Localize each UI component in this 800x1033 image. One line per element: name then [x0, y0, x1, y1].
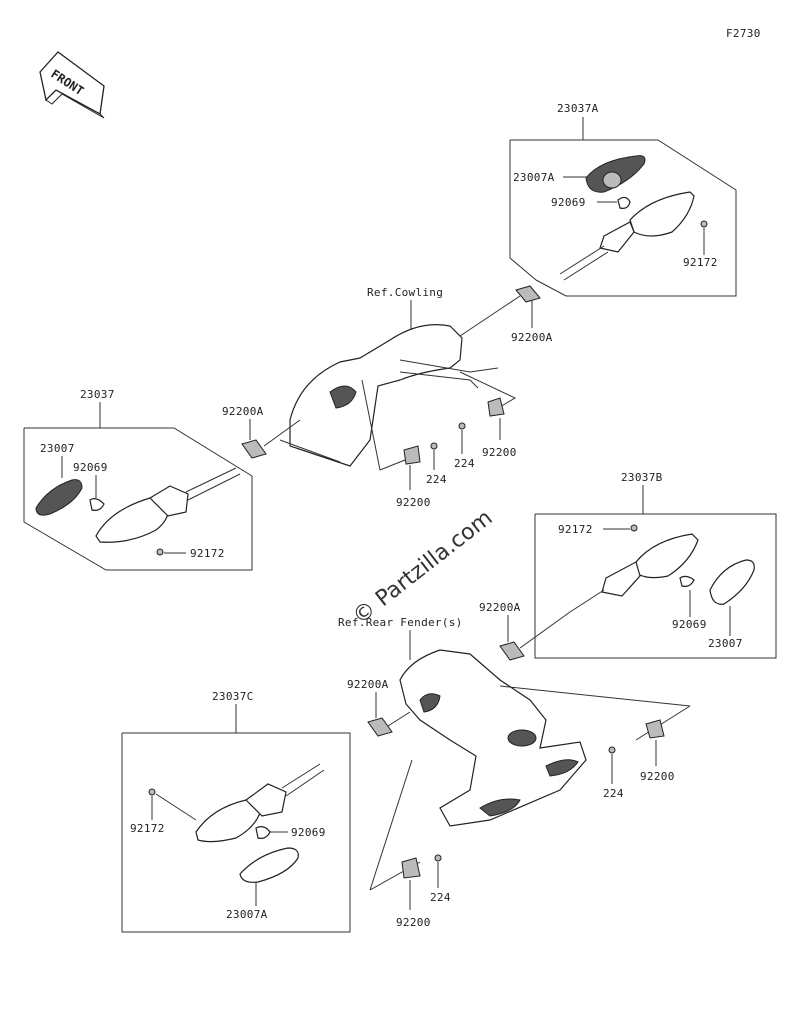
- cowling-hardware: 92200 224 224 92200: [396, 397, 517, 509]
- label-23037B: 23037B: [621, 471, 663, 484]
- signal-body: [635, 533, 699, 579]
- svg-text:92200A: 92200A: [479, 601, 521, 614]
- svg-text:92200: 92200: [482, 446, 517, 459]
- svg-text:92200: 92200: [396, 916, 431, 929]
- label-92069-lower: 92069: [291, 826, 326, 839]
- grommet-92200A-left: 92200A: [222, 405, 301, 459]
- bolt-icon: [430, 442, 438, 450]
- signal-body: [629, 191, 695, 237]
- svg-text:224: 224: [430, 891, 451, 904]
- label-92172-right: 92172: [558, 523, 593, 536]
- label-23037C: 23037C: [212, 690, 254, 703]
- screw-icon: [700, 220, 708, 228]
- bracket-icon: [401, 857, 421, 879]
- label-23007A-top: 23007A: [513, 171, 555, 184]
- label-92069-top: 92069: [551, 196, 586, 209]
- lens-housing: [239, 847, 299, 883]
- fender-hardware-bottom: 92200 224: [369, 854, 451, 929]
- ref-cowling-label: Ref.Cowling: [367, 286, 443, 299]
- screw-icon: [148, 788, 156, 796]
- grommet-92200A-top: 92200A: [511, 285, 553, 344]
- ref-rear-fender-label: Ref.Rear Fender(s): [338, 616, 463, 629]
- svg-text:92200: 92200: [396, 496, 431, 509]
- signal-neck: [599, 221, 635, 253]
- label-92172-left: 92172: [190, 547, 225, 560]
- front-cowling: Ref.Cowling: [279, 286, 517, 471]
- label-92172-lower: 92172: [130, 822, 165, 835]
- bolt-icon-2: [458, 422, 466, 430]
- bracket-icon: [403, 445, 421, 465]
- svg-text:224: 224: [454, 457, 475, 470]
- signal-neck: [601, 561, 641, 597]
- label-92069-right: 92069: [672, 618, 707, 631]
- label-92069-left: 92069: [73, 461, 108, 474]
- bulb-icon: [89, 498, 105, 511]
- grommet-92200A-right: 92200A: [479, 601, 571, 661]
- label-23037A: 23037A: [557, 102, 599, 115]
- rear-fender: Ref.Rear Fender(s): [338, 616, 691, 891]
- label-92172-top: 92172: [683, 256, 718, 269]
- assembly-23037B: 23037B 92172 92069 23007: [534, 471, 777, 659]
- assembly-23037: 23037 23007 92069 92172: [23, 388, 253, 571]
- fender-hardware-right: 92200 224: [603, 705, 691, 800]
- bolt-icon: [608, 746, 616, 754]
- lens-housing: [709, 559, 755, 605]
- signal-neck: [245, 783, 287, 817]
- assembly-23037C: 23037C 92172 92069 23007A: [121, 690, 351, 933]
- label-23007-right: 23007: [708, 637, 743, 650]
- grommet-92200A-lower: 92200A: [347, 678, 411, 737]
- label-23007A-lower: 23007A: [226, 908, 268, 921]
- bulb-icon: [679, 575, 695, 587]
- svg-text:224: 224: [426, 473, 447, 486]
- bulb-icon: [255, 826, 271, 839]
- bulb-icon: [617, 196, 631, 209]
- bracket-icon: [645, 719, 665, 739]
- screw-icon: [630, 524, 638, 532]
- svg-text:92200: 92200: [640, 770, 675, 783]
- svg-text:92200A: 92200A: [347, 678, 389, 691]
- svg-text:224: 224: [603, 787, 624, 800]
- bolt-icon: [434, 854, 442, 862]
- assembly-23037A: 23037A 23007A 92069 92172: [509, 102, 737, 297]
- signal-body: [195, 799, 263, 843]
- svg-text:92200A: 92200A: [511, 331, 553, 344]
- signal-neck: [149, 485, 189, 517]
- figure-code: F2730: [726, 27, 761, 40]
- label-23037: 23037: [80, 388, 115, 401]
- svg-text:92200A: 92200A: [222, 405, 264, 418]
- box-outline: [510, 139, 737, 297]
- front-arrow-icon: FRONT: [39, 51, 105, 119]
- watermark: © Partzilla.com: [348, 506, 497, 630]
- box-outline-left: [509, 140, 537, 281]
- screw-icon: [156, 548, 164, 556]
- lens-housing: [35, 479, 83, 516]
- label-23007-left: 23007: [40, 442, 75, 455]
